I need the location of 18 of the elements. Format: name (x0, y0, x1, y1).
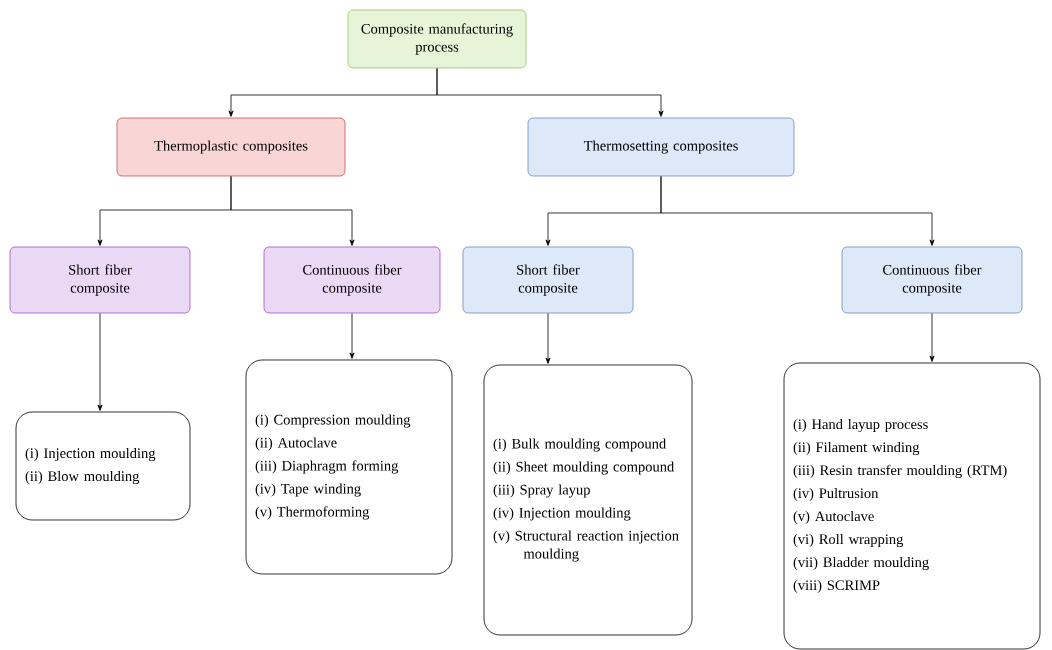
process-list-box: (i) Bulk moulding compound (ii) Sheet moulding compound (iii) Spray layup (iv) Injection moulding (v) Structural reaction injection moulding (483, 364, 693, 636)
subcategory-box: Continuous fiber composite (841, 246, 1023, 314)
process-list-box: (i) Hand layup process (ii) Filament winding (iii) Resin transfer moulding (RTM) (iv) Pultrusion (v) Autoclave (vi) Roll wrapping (vii) Bladder moulding (viii) SCRIMP (783, 362, 1041, 650)
arrow (349, 313, 355, 359)
arrow (97, 313, 103, 411)
subcategory-box: Continuous fiber composite (263, 246, 441, 314)
process-list-box: (i) Injection moulding (ii) Blow moulding (15, 411, 191, 521)
category-box: Thermoplastic composites (116, 117, 346, 177)
arrow (545, 313, 551, 364)
category-box: Thermosetting composites (527, 117, 795, 177)
process-list-box: (i) Compression moulding (ii) Autoclave (iii) Diaphragm forming (iv) Tape winding (v) Thermoforming (245, 359, 453, 575)
subcategory-box: Short fiber composite (462, 246, 634, 314)
subcategory-box: Short fiber composite (9, 246, 191, 314)
arrow (660, 176, 935, 246)
arrow (230, 176, 355, 246)
arrow (929, 313, 935, 362)
arrow (436, 68, 664, 117)
process-box: Composite manufacturing process (347, 9, 527, 69)
